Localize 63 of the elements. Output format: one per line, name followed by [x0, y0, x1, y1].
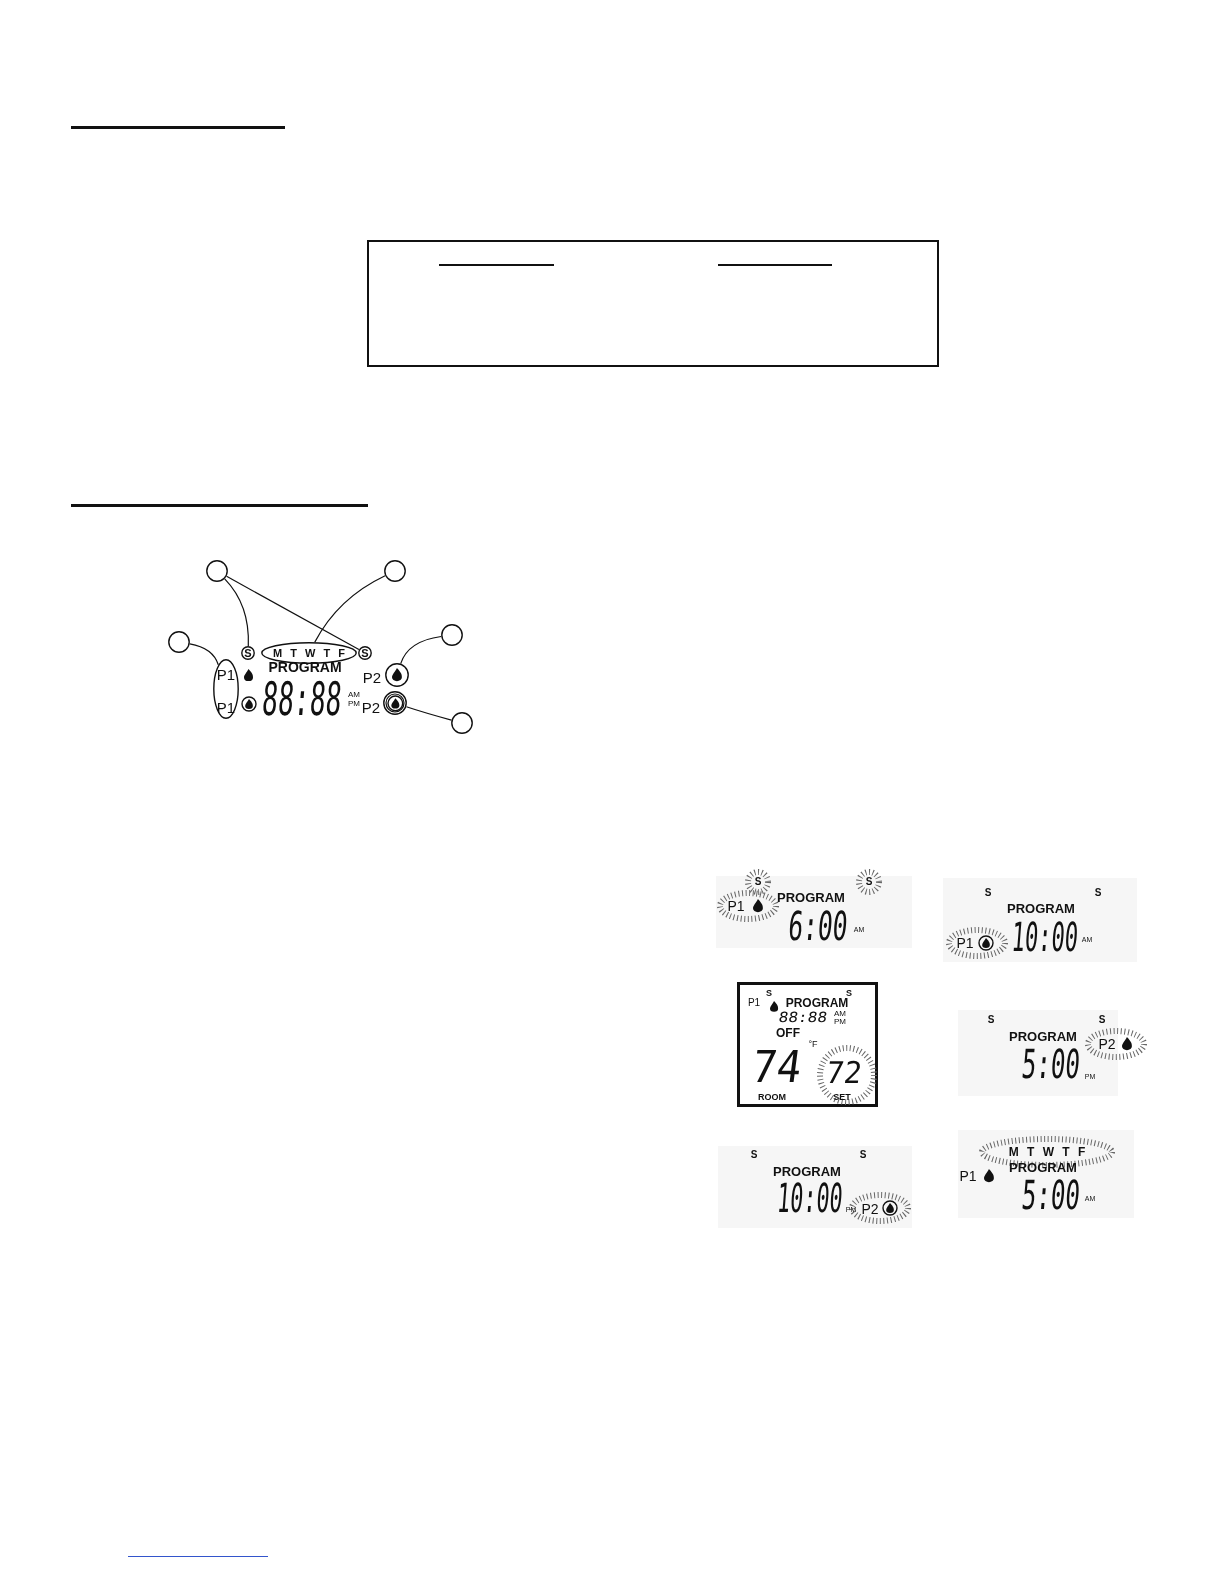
lcd-label: SET — [833, 1092, 851, 1102]
lcd-label: P2 — [362, 669, 382, 685]
leader-line — [189, 643, 219, 666]
lcd-label: S — [361, 647, 369, 659]
lcd-digits: 10:00 — [1010, 917, 1080, 957]
lcd-label: S — [766, 988, 772, 998]
day-letters: M T W T F — [1008, 1146, 1086, 1158]
lcd-digits: 10:00 — [775, 1178, 845, 1218]
lcd-label: S — [859, 1150, 867, 1160]
lcd-digits: 74 — [749, 1045, 805, 1089]
lcd-label: P1 — [956, 936, 974, 950]
lcd-label: AM — [348, 691, 360, 699]
lcd-label: S — [754, 877, 762, 887]
lcd-label: OFF — [776, 1027, 800, 1039]
heat-symbol-outline — [385, 663, 409, 687]
leader-line — [224, 578, 249, 647]
program-outline — [213, 659, 239, 719]
lcd-label: S — [1098, 1015, 1106, 1025]
lcd-label: PROGRAM — [785, 997, 849, 1009]
lcd-label: P1 — [959, 1169, 977, 1183]
lcd-label: PROGRAM — [1009, 1160, 1077, 1174]
lcd-label: P2 — [361, 699, 381, 715]
callout-circle — [384, 560, 406, 582]
lcd-label: ROOM — [758, 1092, 786, 1102]
lcd-digits: 5:00 — [1020, 1044, 1082, 1084]
lcd-label: P1 — [216, 699, 236, 715]
lcd-label: AM — [834, 1010, 846, 1018]
lcd-label: S — [987, 1015, 995, 1025]
callout-circle — [441, 624, 463, 646]
lcd-display — [737, 982, 878, 1107]
lcd-label: PROGRAM — [777, 890, 845, 904]
leader-line — [400, 635, 442, 665]
lcd-digits: 5:00 — [1020, 1175, 1082, 1215]
lcd-label: PROGRAM — [1007, 901, 1075, 915]
lcd-label: PM — [834, 1018, 846, 1026]
lcd-label: PROGRAM — [1009, 1029, 1077, 1043]
lcd-label: S — [1094, 888, 1102, 898]
leader-line — [405, 706, 452, 721]
lcd-label: P1 — [216, 666, 236, 682]
callout-circle — [206, 560, 228, 582]
callout-circle — [168, 631, 190, 653]
lcd-label: S — [750, 1150, 758, 1160]
lcd-label: °F — [808, 1039, 818, 1049]
day-group-outline — [261, 642, 357, 664]
day-letters: M T W T F — [273, 647, 345, 659]
lcd-label: P1 — [747, 998, 761, 1008]
lcd-digits: 88:88 — [260, 676, 344, 722]
lcd-digits: 6:00 — [786, 906, 850, 946]
lcd-label: PM — [348, 700, 360, 708]
leader-line — [226, 575, 360, 651]
lcd-label: P2 — [1098, 1037, 1116, 1051]
lcd-label: PROGRAM — [268, 660, 342, 674]
lcd-digits: 88:88 — [777, 1010, 829, 1024]
callout-circle — [451, 712, 473, 734]
lcd-label: S — [846, 988, 852, 998]
lcd-label: S — [984, 888, 992, 898]
leader-line — [314, 575, 386, 643]
lcd-label: P1 — [727, 899, 745, 913]
lcd-label: PROGRAM — [773, 1164, 841, 1178]
lcd-label: P2 — [861, 1202, 879, 1216]
lcd-digits: 72 — [824, 1058, 864, 1088]
lcd-label: S — [865, 877, 873, 887]
lcd-label: S — [244, 647, 252, 659]
